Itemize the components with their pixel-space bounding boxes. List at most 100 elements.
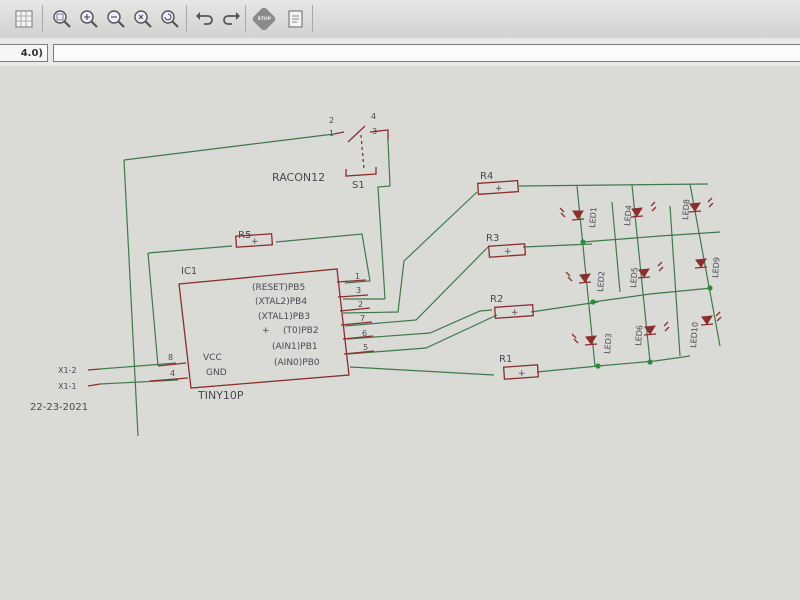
ic-body [178,268,350,389]
led-triangle [585,335,597,345]
led-label: LED9 [711,257,721,278]
date-text: 22-23-2021 [30,402,88,413]
switch-pin-4: 4 [371,112,376,121]
ic-name: IC1 [181,266,197,277]
led-1[interactable]: LED1 [559,207,598,228]
resistor-body [488,243,527,258]
led-bar [630,215,644,218]
led-bar [637,276,651,279]
resistor-body [502,364,540,380]
led-light-arrows [571,333,579,344]
run-script-icon[interactable] [282,6,310,32]
led-triangle [689,202,701,212]
led-8[interactable]: LED8 [681,197,714,220]
led-triangle [695,258,707,268]
redraw-icon[interactable] [156,6,184,32]
command-line-input[interactable] [53,44,800,62]
led-label: LED5 [629,267,639,288]
zoom-select-icon[interactable] [129,6,157,32]
zoom-in-icon[interactable] [75,6,103,32]
ic-plus-mark: + [262,326,270,336]
led-label: LED1 [588,207,598,228]
ic-pin-num-7: 7 [360,314,365,323]
led-light-arrows [650,201,657,212]
led-bar [584,343,598,346]
ic-pin-num-2: 2 [358,300,363,309]
schematic-canvas[interactable]: 2 1 4 3 RACON12 S1 R5 + IC1 (RESET)PB5 (… [0,66,800,600]
switch-s1[interactable]: 2 1 4 3 RACON12 S1 [272,112,389,191]
led-light-arrows [565,271,573,282]
ic-pin-label-pb1: (AIN1)PB1 [272,342,318,352]
resistor-r5[interactable]: R5 + [235,230,274,248]
switch-name: S1 [352,180,365,191]
led-3[interactable]: LED3 [571,333,613,354]
grid-icon[interactable] [10,6,38,32]
led-triangle [638,268,650,278]
ic-pin-label-pb0: (AIN0)PB0 [274,358,320,368]
toolbar: STOP [0,0,800,39]
ic-pin-label-gnd: GND [206,368,227,378]
junctions [580,239,713,369]
led-label: LED6 [634,325,644,346]
led-6[interactable]: LED6 [634,321,670,346]
led-label: LED8 [681,199,691,220]
ic-pin-num-1: 1 [355,272,360,281]
resistor-mark: + [251,237,259,247]
resistor-r1[interactable]: R1 + [499,354,540,380]
junction-dot [707,285,713,291]
led-label: LED3 [603,333,613,354]
ic-pin-label-pb3: (XTAL1)PB3 [258,312,310,322]
led-triangle [631,207,643,217]
stop-label: STOP [257,16,271,22]
resistor-body [477,179,520,196]
led-light-arrows [657,261,664,272]
led-5[interactable]: LED5 [629,261,664,288]
stop-icon[interactable]: STOP [250,6,278,32]
zoom-out-icon[interactable] [102,6,130,32]
ic-pin-label-pb4: (XTAL2)PB4 [255,297,307,307]
connector-label-x1-1: X1-1 [58,382,77,391]
led-bar [578,281,592,284]
junction-dot [590,299,596,305]
schematic-drawing: 2 1 4 3 RACON12 S1 R5 + IC1 (RESET)PB5 (… [30,112,722,437]
wires [99,133,721,437]
zoom-fit-icon[interactable] [48,6,76,32]
switch-pin-1: 1 [329,129,334,138]
resistor-r3[interactable]: R3 + [486,233,527,258]
redo-icon[interactable] [217,6,245,32]
led-label: LED2 [596,271,606,292]
ic-pin-num-3: 3 [356,286,361,295]
led-10[interactable]: LED10 [689,311,722,348]
connector-x1[interactable]: X1-2 X1-1 22-23-2021 [30,366,101,413]
undo-icon[interactable] [191,6,219,32]
led-bar [643,333,657,336]
ic1-tiny10p[interactable]: IC1 (RESET)PB5 (XTAL2)PB4 (XTAL1)PB3 (T0… [149,266,375,402]
led-bar [694,266,708,269]
switch-contact [369,129,389,140]
resistor-name: R1 [499,354,512,365]
connector-label-x1-2: X1-2 [58,366,77,375]
resistor-r2[interactable]: R2 + [490,294,535,320]
resistor-r4[interactable]: R4 + [477,171,520,196]
led-4[interactable]: LED4 [623,201,657,226]
resistor-mark: + [518,369,526,379]
ic-pin-label-pb2: (T0)PB2 [283,326,319,336]
ic-pin-num-5: 5 [363,343,368,352]
led-bar [688,210,702,213]
resistor-mark: + [495,184,503,194]
connector-pins [87,368,101,387]
resistor-name: R2 [490,294,503,305]
led-triangle [701,315,713,325]
ic-value: TINY10P [197,389,244,402]
led-light-arrows [707,197,714,208]
led-triangle [572,210,584,220]
switch-lever [347,125,366,143]
ic-pin-num-8: 8 [168,353,173,362]
led-light-arrows [559,207,566,218]
ic-pin-label-pb5: (RESET)PB5 [252,283,305,293]
led-bar [571,218,585,221]
led-2[interactable]: LED2 [565,271,606,292]
led-triangle [579,273,591,283]
led-label: LED4 [623,205,633,226]
led-9[interactable]: LED9 [694,257,721,278]
